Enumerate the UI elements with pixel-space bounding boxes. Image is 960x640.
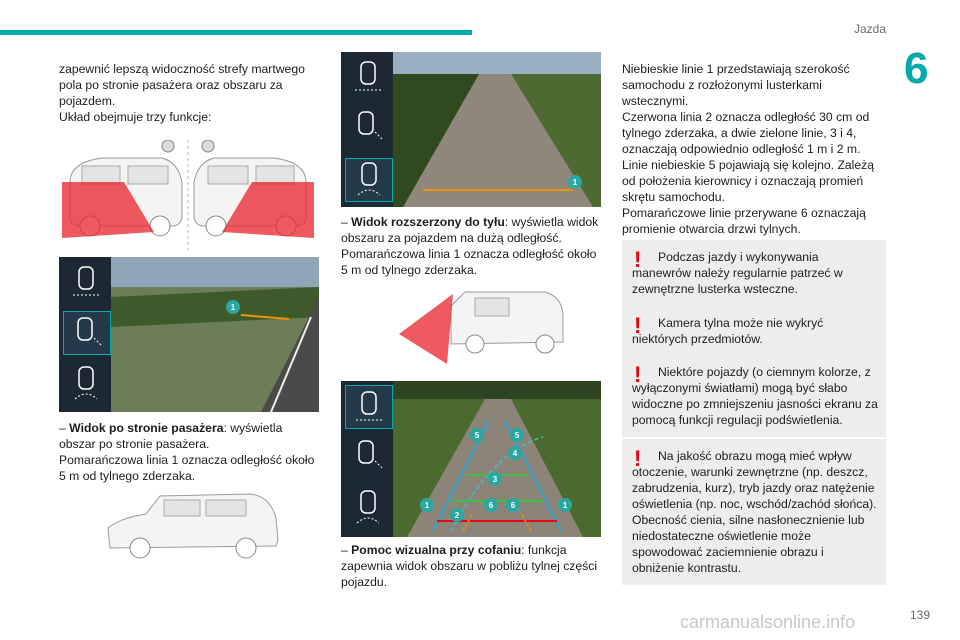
passenger-side-mode-icon bbox=[63, 311, 111, 355]
reversing-aid-mode-icon bbox=[345, 487, 391, 529]
rear-camera-zone bbox=[399, 294, 453, 364]
warning-box-image-quality: ! Na jakość obrazu mogą mieć wpływ otocz… bbox=[622, 439, 886, 585]
extended-view-description: – Widok rozszerzony do tyłu: wyświetla w… bbox=[341, 214, 603, 278]
svg-text:6: 6 bbox=[489, 501, 494, 510]
passenger-side-mode-icon bbox=[345, 435, 391, 477]
distance-lines-note: Czerwona linia 2 oznacza odległość 30 cm… bbox=[622, 110, 870, 156]
svg-text:5: 5 bbox=[515, 431, 520, 440]
passenger-view-description: – Widok po stronie pasażera: wyświetla o… bbox=[59, 420, 321, 484]
warning-box-undetected-objects: ! Kamera tylna może nie wykryć niektóryc… bbox=[622, 306, 886, 356]
rear-view-mode-icon bbox=[63, 261, 109, 303]
blind-spot-diagram bbox=[62, 140, 314, 250]
svg-text:1: 1 bbox=[425, 501, 430, 510]
rear-view-mode-icon bbox=[345, 385, 393, 429]
svg-text:1: 1 bbox=[573, 178, 578, 187]
mirror-icons bbox=[161, 140, 215, 153]
extended-rear-camera-image: 1 bbox=[393, 52, 601, 207]
svg-text:2: 2 bbox=[455, 511, 460, 520]
chapter-number: 6 bbox=[904, 44, 929, 93]
svg-text:1: 1 bbox=[563, 501, 568, 510]
orange-5m-line bbox=[240, 314, 290, 320]
passenger-side-mode-icon bbox=[345, 106, 391, 148]
turning-radius-note: Linie niebieskie 5 pojawiają się kolejno… bbox=[622, 158, 875, 204]
svg-text:5: 5 bbox=[475, 431, 480, 440]
reversing-aid-camera-screen: 1 1 2 3 4 5 5 6 6 bbox=[341, 381, 601, 537]
rear-view-mode-icon bbox=[345, 56, 391, 98]
passenger-view-title: Widok po stronie pasażera bbox=[69, 421, 224, 435]
intro-paragraph: zapewnić lepszą widoczność strefy martwe… bbox=[59, 62, 305, 108]
extended-view-title: Widok rozszerzony do tyłu bbox=[351, 215, 505, 229]
svg-text:6: 6 bbox=[511, 501, 516, 510]
left-detection-zone bbox=[62, 182, 154, 238]
guide-line-5 bbox=[450, 436, 544, 532]
page-number: 139 bbox=[910, 608, 931, 622]
warning-box-dark-vehicles: ! Niektóre pojazdy (o ciemnym kolorze, z… bbox=[622, 355, 886, 437]
watermark: carmanualsonline.info bbox=[680, 612, 856, 632]
passenger-side-camera-screen: 1 bbox=[59, 257, 319, 412]
line-1-badge bbox=[568, 175, 582, 189]
svg-text:3: 3 bbox=[493, 475, 498, 484]
reversing-aid-mode-icon bbox=[345, 158, 393, 202]
passenger-side-camera-image: 1 bbox=[111, 257, 319, 412]
section-title: Jazda bbox=[853, 22, 886, 36]
right-detection-zone bbox=[222, 182, 314, 238]
warning-icon: ! bbox=[634, 247, 642, 272]
intro-text: zapewnić lepszą widoczność strefy martwe… bbox=[59, 61, 309, 125]
van-side-illustration bbox=[107, 493, 279, 559]
blue-lines-note: Niebieskie linie 1 przedstawiają szeroko… bbox=[622, 62, 850, 108]
warning-icon: ! bbox=[634, 446, 642, 471]
passenger-view-line-note: Pomarańczowa linia 1 oznacza odległość o… bbox=[59, 453, 315, 483]
rear-camera-coverage-diagram bbox=[399, 291, 564, 364]
reversing-aid-title: Pomoc wizualna przy cofaniu bbox=[351, 543, 522, 557]
reversing-aid-camera-image: 1 1 2 3 4 5 5 6 6 bbox=[393, 381, 601, 537]
header-accent-bar bbox=[0, 30, 472, 35]
warning-icon: ! bbox=[634, 313, 642, 338]
intro-functions: Układ obejmuje trzy funkcje: bbox=[59, 110, 212, 124]
warning-box-mirrors: ! Podczas jazdy i wykonywania manewrów n… bbox=[622, 240, 886, 306]
svg-text:4: 4 bbox=[513, 449, 518, 458]
guide-lines-explanation: Niebieskie linie 1 przedstawiają szeroko… bbox=[622, 61, 884, 237]
svg-text:1: 1 bbox=[231, 303, 236, 312]
extended-rear-camera-screen: 1 bbox=[341, 52, 601, 207]
reversing-aid-mode-icon bbox=[63, 363, 109, 405]
extended-view-line-note: Pomarańczowa linia 1 oznacza odległość o… bbox=[341, 247, 597, 277]
guide-line-badges: 1 1 2 3 4 5 5 6 6 bbox=[420, 428, 572, 522]
warning-icon: ! bbox=[634, 362, 642, 387]
reversing-aid-description: – Pomoc wizualna przy cofaniu: funkcja z… bbox=[341, 543, 598, 589]
line-1-badge bbox=[226, 300, 240, 314]
guide-line-6 bbox=[462, 512, 532, 532]
door-opening-note: Pomarańczowe linie przerywane 6 oznaczaj… bbox=[622, 206, 866, 236]
